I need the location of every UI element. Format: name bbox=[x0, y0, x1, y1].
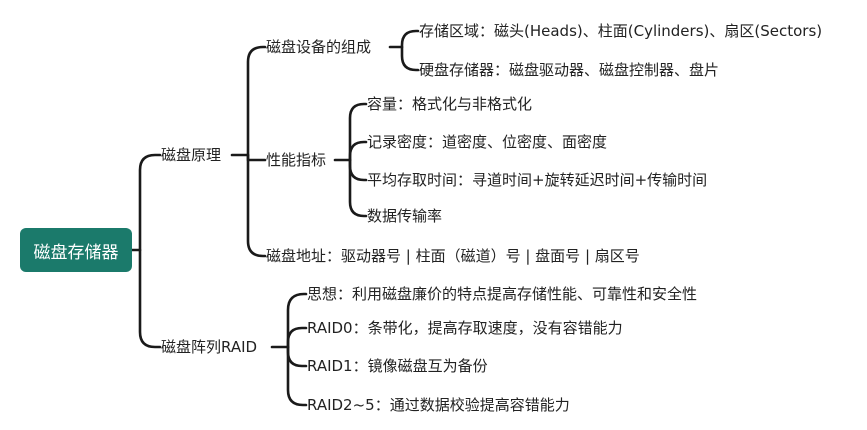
leaf-recording-density: 记录密度：道密度、位密度、面密度 bbox=[367, 133, 608, 151]
node-disk-principle: 磁盘原理 bbox=[161, 146, 222, 164]
leaf-hard-disk-storage: 硬盘存储器：磁盘驱动器、磁盘控制器、盘片 bbox=[419, 61, 720, 79]
node-disk-address: 磁盘地址：驱动器号 | 柱面（磁道）号 | 盘面号 | 扇区号 bbox=[266, 247, 640, 265]
connector-principle-address bbox=[246, 153, 267, 258]
connector-performance-leaf-2 bbox=[348, 140, 368, 162]
connector-components-leaf-1 bbox=[388, 29, 420, 49]
leaf-raid2-5: RAID2~5：通过数据校验提高容错能力 bbox=[307, 396, 570, 414]
connector-performance-leaf-4 bbox=[348, 158, 368, 218]
leaf-average-access-time: 平均存取时间：寻道时间+旋转延迟时间+传输时间 bbox=[367, 171, 708, 189]
leaf-raid0: RAID0：条带化，提高存取速度，没有容错能力 bbox=[307, 319, 623, 337]
node-device-components: 磁盘设备的组成 bbox=[266, 38, 372, 56]
connector-root-raid bbox=[138, 248, 162, 349]
connector-raid-leaf-4 bbox=[286, 345, 308, 407]
connector-raid-leaf-2 bbox=[286, 326, 308, 349]
node-raid: 磁盘阵列RAID bbox=[161, 338, 258, 356]
connector-components-leaf-2 bbox=[400, 45, 420, 72]
connector-root-principle bbox=[130, 153, 162, 252]
connector-raid-leaf-1 bbox=[270, 292, 308, 349]
leaf-raid-idea: 思想：利用磁盘廉价的特点提高存储性能、可靠性和安全性 bbox=[307, 285, 698, 303]
leaf-capacity: 容量：格式化与非格式化 bbox=[367, 95, 533, 113]
node-performance-metrics: 性能指标 bbox=[266, 151, 327, 169]
connector-performance-leaf-3 bbox=[348, 158, 368, 182]
root-node: 磁盘存储器 bbox=[20, 228, 132, 272]
leaf-storage-area: 存储区域：磁头(Heads)、柱面(Cylinders)、扇区(Sectors) bbox=[419, 22, 823, 40]
leaf-raid1: RAID1：镜像磁盘互为备份 bbox=[307, 357, 488, 375]
connector-raid-leaf-3 bbox=[286, 345, 308, 368]
connector-principle-performance bbox=[246, 153, 267, 162]
connector-principle-components bbox=[230, 45, 267, 157]
connector-performance-leaf-1 bbox=[333, 102, 368, 162]
leaf-data-transfer-rate: 数据传输率 bbox=[367, 207, 443, 225]
